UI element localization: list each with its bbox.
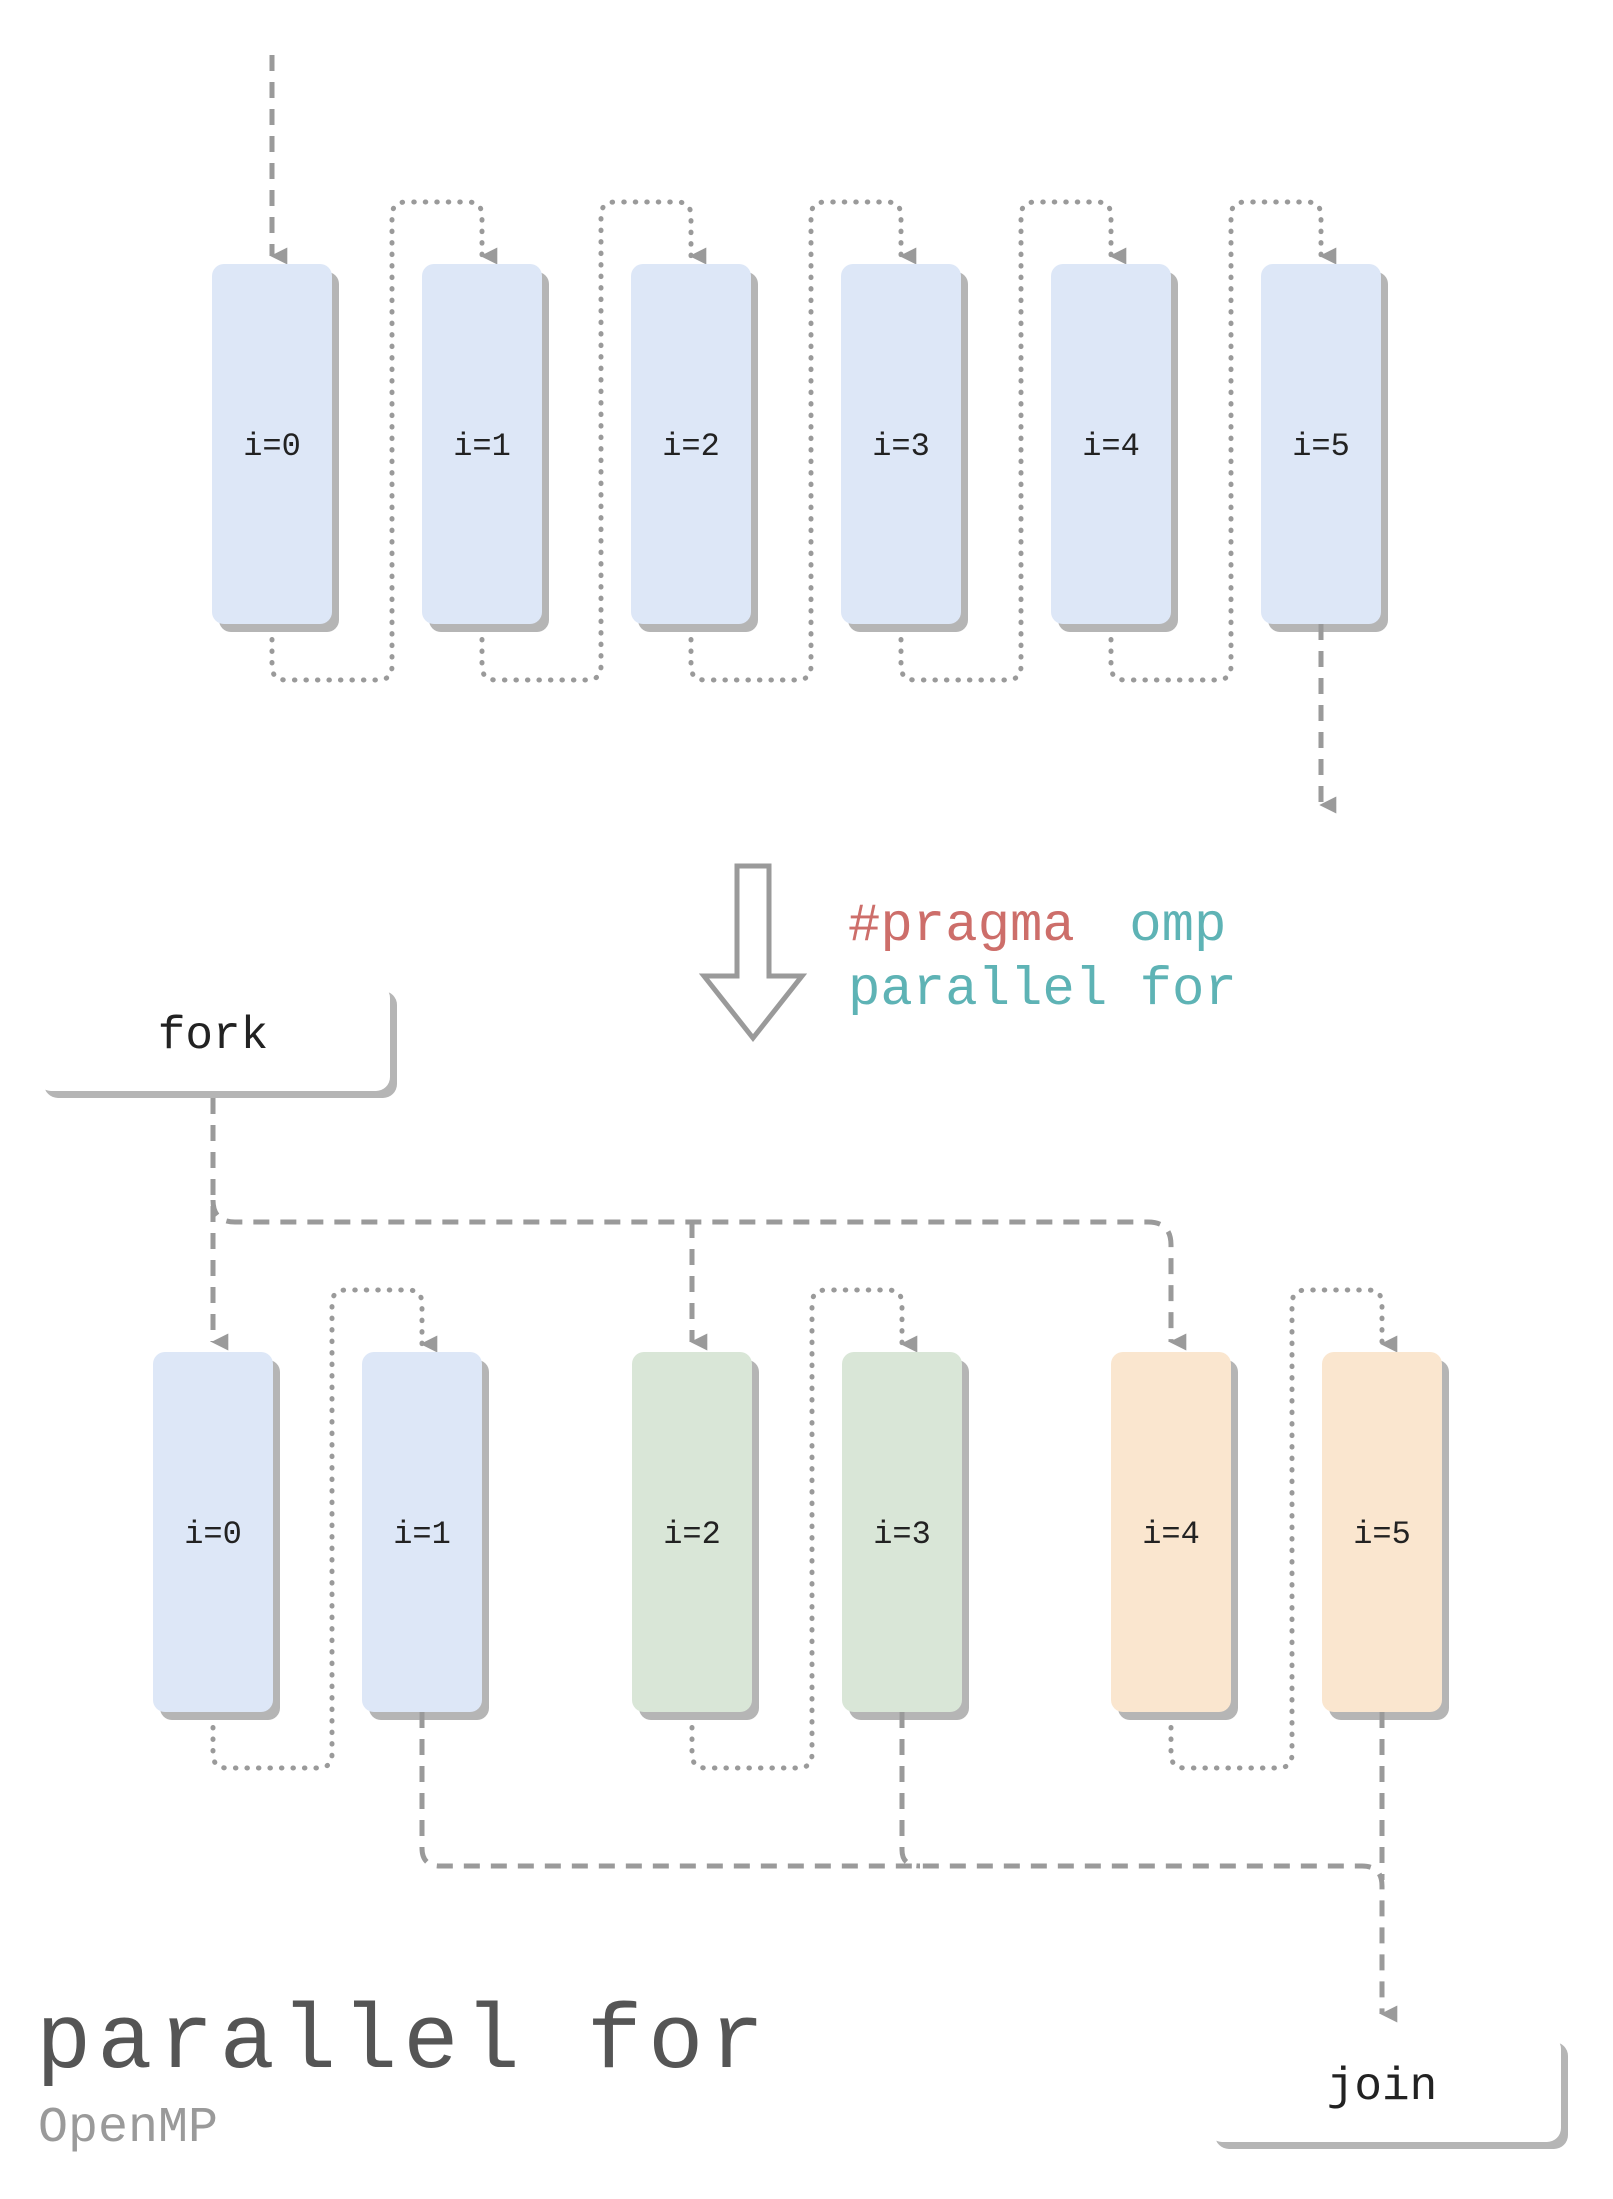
join-node: join	[1208, 2035, 1568, 2149]
iteration-label: i=5	[1353, 1516, 1411, 1553]
serial-link-2	[688, 199, 917, 683]
serial-link-4	[1108, 199, 1337, 683]
serial-link-0	[269, 199, 498, 683]
parallel-iteration-2: i=2	[632, 1352, 759, 1720]
box-body	[212, 264, 332, 624]
box-body	[1051, 264, 1171, 624]
serial-iteration-3: i=3	[841, 264, 968, 632]
box-body	[1111, 1352, 1231, 1712]
parallel-iteration-3: i=3	[842, 1352, 969, 1720]
fork-distribution-arrows	[210, 1098, 1187, 1351]
parallel-iteration-5: i=5	[1322, 1352, 1449, 1720]
thread-link-1	[689, 1287, 918, 1771]
serial-iteration-1: i=1	[422, 264, 549, 632]
pragma-keyword: #pragma	[848, 896, 1075, 957]
box-body	[1322, 1352, 1442, 1712]
pragma-line-1: #pragma omp	[848, 896, 1226, 957]
box-body	[842, 1352, 962, 1712]
fork-label: fork	[158, 1010, 268, 1062]
box-body	[841, 264, 961, 624]
thread-link-2	[1168, 1287, 1398, 1771]
join-label: join	[1327, 2061, 1437, 2113]
parallel-iteration-0: i=0	[153, 1352, 280, 1720]
serial-loop: i=0 i=1 i=2 i=3 i=4 i=5	[212, 55, 1388, 814]
iteration-label: i=3	[873, 1516, 931, 1553]
serial-iteration-5: i=5	[1261, 264, 1388, 632]
join-collection-arrows	[419, 1712, 1398, 2023]
box-body	[153, 1352, 273, 1712]
iteration-label: i=0	[243, 428, 301, 465]
pragma-omp: omp	[1129, 896, 1226, 957]
parallel-iteration-1: i=1	[362, 1352, 489, 1720]
iteration-label: i=0	[184, 1516, 242, 1553]
box-body	[422, 264, 542, 624]
iteration-label: i=2	[663, 1516, 721, 1553]
fork-node: fork	[37, 984, 397, 1098]
serial-iteration-2: i=2	[631, 264, 758, 632]
diagram-title: parallel for	[36, 1990, 771, 2095]
pragma-directive: parallel for	[848, 960, 1237, 1021]
iteration-label: i=2	[662, 428, 720, 465]
iteration-label: i=1	[393, 1516, 451, 1553]
parallel-iteration-4: i=4	[1111, 1352, 1238, 1720]
iteration-label: i=4	[1082, 428, 1140, 465]
box-body	[632, 1352, 752, 1712]
serial-iteration-4: i=4	[1051, 264, 1178, 632]
iteration-label: i=3	[872, 428, 930, 465]
parallel-loop: i=0 i=1 i=2 i=3 i=4 i=5	[153, 1098, 1449, 2023]
serial-iteration-0: i=0	[212, 264, 339, 632]
box-body	[1261, 264, 1381, 624]
transform-arrow	[698, 863, 808, 1043]
serial-link-3	[898, 199, 1127, 683]
box-body	[631, 264, 751, 624]
iteration-label: i=4	[1142, 1516, 1200, 1553]
box-body	[362, 1352, 482, 1712]
diagram-subtitle: OpenMP	[38, 2100, 219, 2157]
parallel-iteration-boxes: i=0 i=1 i=2 i=3 i=4 i=5	[153, 1352, 1449, 1720]
iteration-label: i=5	[1292, 428, 1350, 465]
parallel-dotted-connectors	[210, 1287, 1398, 1771]
serial-iteration-boxes: i=0 i=1 i=2 i=3 i=4 i=5	[212, 264, 1388, 632]
serial-dotted-connectors	[269, 199, 1337, 683]
iteration-label: i=1	[453, 428, 511, 465]
